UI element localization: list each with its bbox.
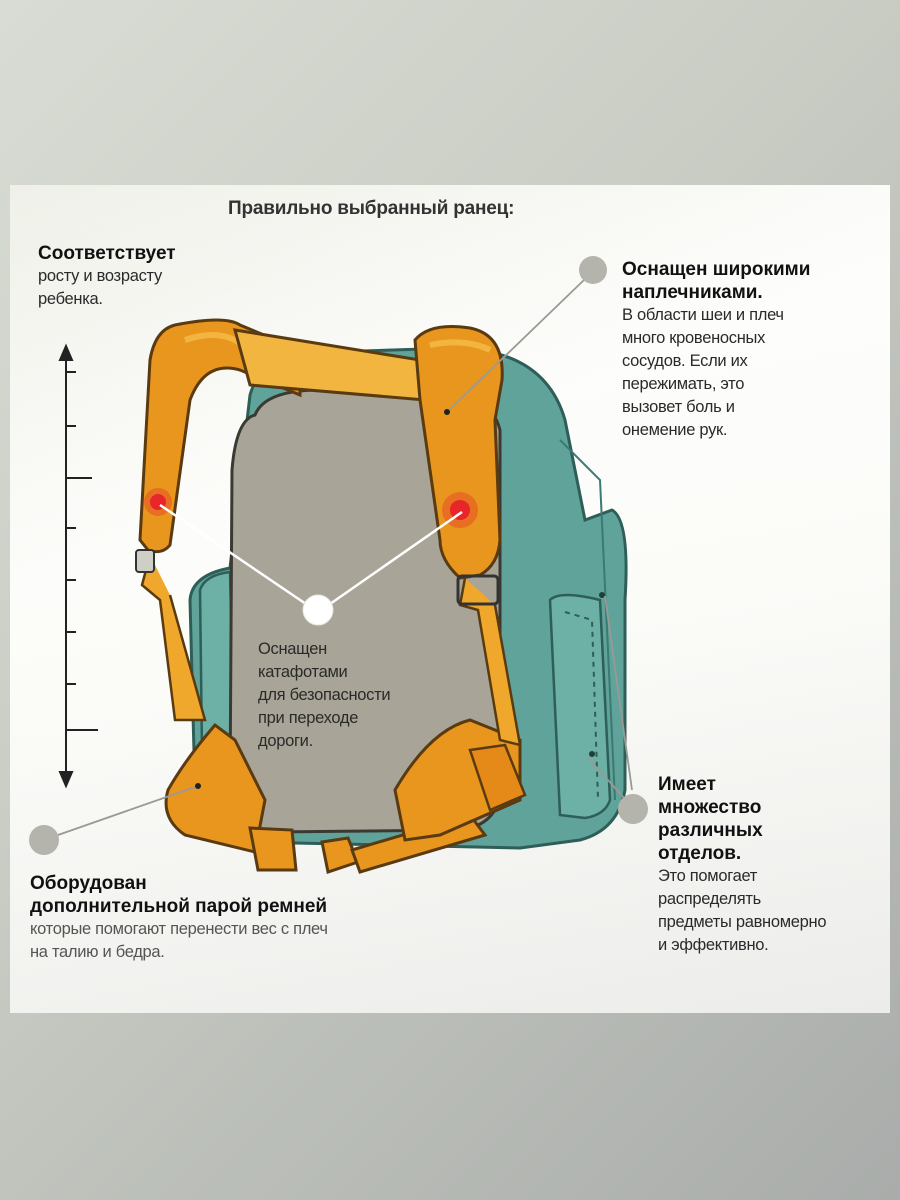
height-ruler-icon bbox=[58, 343, 98, 789]
callout-straps-line: много кровеносных bbox=[622, 329, 766, 347]
callout-compartments-line: распределять bbox=[658, 890, 761, 908]
callout-compartments-line: Это помогает bbox=[658, 867, 758, 885]
callout-belts: Оборудован дополнительной парой ремней к… bbox=[30, 872, 430, 964]
callout-belts-line: на талию и бедра. bbox=[30, 943, 165, 961]
callout-reflectors-line: дороги. bbox=[258, 732, 313, 750]
callout-size: Соответствует росту и возрасту ребенка. bbox=[38, 242, 238, 311]
diagram-title: Правильно выбранный ранец: bbox=[228, 198, 515, 219]
callout-straps-heading: наплечниками. bbox=[622, 282, 763, 303]
right-shoulder-strap bbox=[413, 325, 522, 747]
marker-compartments bbox=[618, 794, 648, 824]
callout-size-line: росту и возрасту bbox=[38, 267, 162, 285]
callout-straps-line: онемение рук. bbox=[622, 421, 728, 439]
callout-straps: Оснащен широкими наплечниками. В области… bbox=[622, 258, 892, 442]
callout-reflectors-line: катафотами bbox=[258, 663, 348, 681]
callout-straps-heading: Оснащен широкими bbox=[622, 259, 811, 280]
callout-straps-line: пережимать, это bbox=[622, 375, 745, 393]
callout-size-line: ребенка. bbox=[38, 290, 103, 308]
marker-belts bbox=[29, 825, 59, 855]
callout-belts-heading: дополнительной парой ремней bbox=[30, 896, 328, 917]
callout-straps-line: сосудов. Если их bbox=[622, 352, 748, 370]
marker-reflectors bbox=[302, 594, 334, 626]
callout-compartments-line: и эффективно. bbox=[658, 936, 769, 954]
callout-reflectors-line: для безопасности bbox=[258, 686, 391, 704]
callout-straps-line: вызовет боль и bbox=[622, 398, 735, 416]
callout-reflectors-line: Оснащен bbox=[258, 640, 327, 658]
callout-reflectors: Оснащен катафотами для безопасности при … bbox=[258, 638, 448, 753]
callout-compartments-heading: множество bbox=[658, 797, 762, 818]
callout-compartments-line: предметы равномерно bbox=[658, 913, 827, 931]
callout-compartments-heading: различных bbox=[658, 820, 763, 841]
callout-belts-heading: Оборудован bbox=[30, 873, 147, 894]
marker-straps bbox=[579, 256, 607, 284]
hip-belt bbox=[164, 718, 527, 874]
leader-lines bbox=[159, 503, 463, 606]
callout-straps-line: В области шеи и плеч bbox=[622, 306, 784, 324]
callout-compartments: Имеет множество различных отделов. Это п… bbox=[658, 773, 893, 957]
callout-compartments-heading: Имеет bbox=[658, 774, 716, 795]
callout-size-heading: Соответствует bbox=[38, 243, 176, 264]
callout-compartments-heading: отделов. bbox=[658, 843, 742, 864]
callout-belts-line: которые помогают перенести вес с плеч bbox=[30, 920, 328, 938]
callout-reflectors-line: при переходе bbox=[258, 709, 359, 727]
